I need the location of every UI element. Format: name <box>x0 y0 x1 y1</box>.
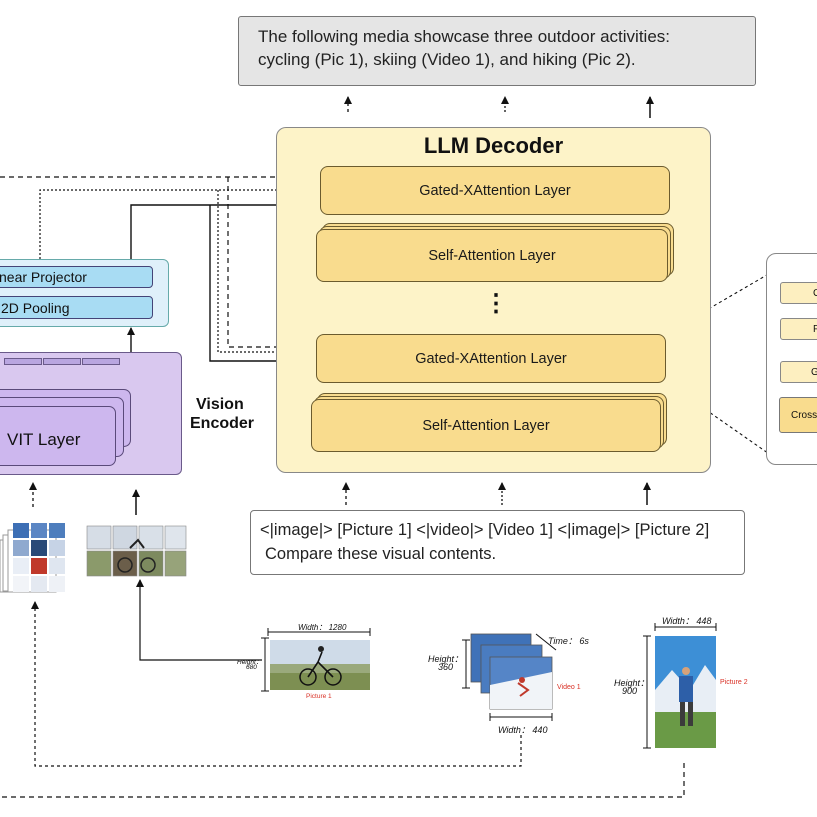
picture-1-height-label: Height： <box>237 659 263 666</box>
gated-xattention-layer-1: Gated-XAttention Layer <box>320 166 670 215</box>
vit-layer-box: VIT Layer <box>0 406 116 466</box>
decoder-title: LLM Decoder <box>423 133 564 158</box>
token-bar-1 <box>4 358 42 365</box>
side-item-label: G <box>811 367 817 378</box>
picture-1-image <box>270 640 370 690</box>
vit-layer-label: VIT Layer <box>7 430 81 449</box>
self-layer-label: Self-Attention Layer <box>428 247 556 264</box>
side-item-4: Cross- <box>779 397 817 433</box>
linear-projector-label: near Projector <box>0 269 87 285</box>
video-1-time-label: Time： 6s <box>548 636 589 646</box>
output-text-box: The following media showcase three outdo… <box>238 16 756 86</box>
decoder-ellipsis: ⋮ <box>484 290 508 317</box>
picture-2-image <box>655 636 716 748</box>
video-patch-grid <box>13 523 65 592</box>
pooling-label: 2D Pooling <box>1 300 70 316</box>
gated-layer-label: Gated-XAttention Layer <box>419 182 571 199</box>
output-line-2: cycling (Pic 1), skiing (Video 1), and h… <box>258 50 636 69</box>
self-attention-layer-2: Self-Attention Layer <box>311 399 661 452</box>
video-1-height-label: Height： <box>428 654 464 664</box>
token-bar-2 <box>43 358 81 365</box>
video-1-height-value: 360 <box>438 662 454 672</box>
side-item-3: G <box>780 361 817 383</box>
video-1-width-label: Width： 440 <box>498 725 548 735</box>
side-item-label: Cross- <box>791 410 817 421</box>
output-line-1: The following media showcase three outdo… <box>258 27 670 46</box>
picture-1-caption: Picture 1 <box>306 693 332 700</box>
self-attention-layer-1: Self-Attention Layer <box>316 229 668 282</box>
picture-1-height-value: 680 <box>246 664 257 671</box>
video-1-frames <box>470 633 553 710</box>
picture-2-caption: Picture 2 <box>720 679 748 686</box>
picture-2-height-label: Height： <box>614 678 650 688</box>
picture-2-height-value: 900 <box>622 686 638 696</box>
gated-layer-label: Gated-XAttention Layer <box>415 350 567 367</box>
token-bar-3 <box>82 358 120 365</box>
gated-xattention-layer-2: Gated-XAttention Layer <box>316 334 666 383</box>
vision-encoder-label-2: Encoder <box>190 415 255 432</box>
picture-1-width-label: Width： 1280 <box>298 623 347 632</box>
linear-projector-box: near Projector <box>0 266 153 288</box>
vision-encoder-label-1: Vision <box>196 396 244 413</box>
side-item-label: F <box>813 324 817 335</box>
input-line-2: Compare these visual contents. <box>265 545 497 563</box>
side-item-label: G <box>813 288 817 299</box>
side-item-2: F <box>780 318 817 340</box>
video-1-caption: Video 1 <box>557 684 581 691</box>
input-text-box: <|image|> [Picture 1] <|video|> [Video 1… <box>250 510 745 575</box>
self-layer-label: Self-Attention Layer <box>422 417 550 434</box>
side-item-1: G <box>780 282 817 304</box>
picture-2-width-label: Width： 448 <box>662 616 712 626</box>
image-patch-grid <box>86 525 187 577</box>
pooling-box: 2D Pooling <box>0 296 153 319</box>
input-line-1: <|image|> [Picture 1] <|video|> [Video 1… <box>260 521 710 539</box>
